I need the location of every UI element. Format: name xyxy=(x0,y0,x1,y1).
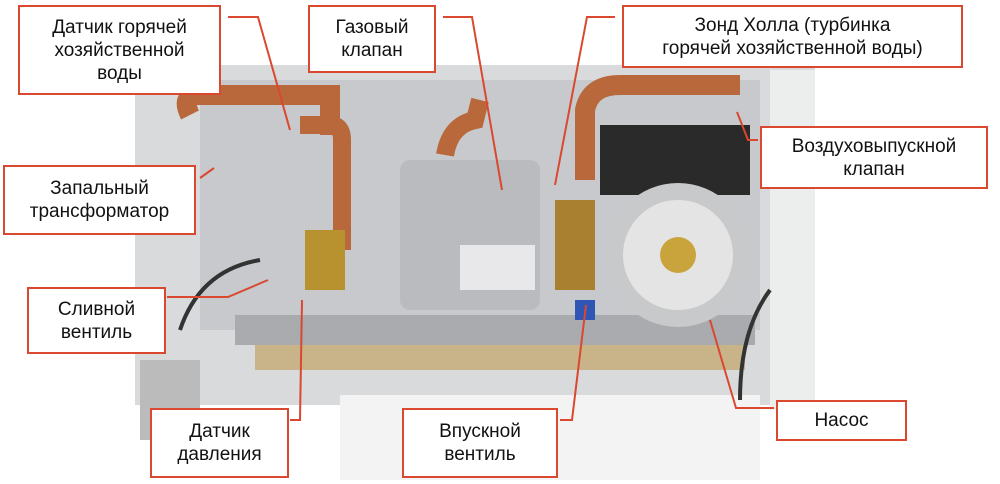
label-air-vent: Воздуховыпускной клапан xyxy=(760,126,988,189)
pump-cap xyxy=(660,237,696,273)
label-inlet-valve: Впускной вентиль xyxy=(402,408,558,478)
leader-lines xyxy=(167,16,774,421)
right-side-panel xyxy=(770,70,815,410)
label-drain-valve: Сливной вентиль xyxy=(27,287,166,354)
copper-pipe-right xyxy=(575,75,740,180)
inlet-valve-body xyxy=(555,200,595,290)
label-hot-water-sensor: Датчик горячей хозяйственной воды xyxy=(18,5,221,95)
copper-pipe-gas xyxy=(436,97,489,157)
copper-pipe-center xyxy=(300,116,351,250)
label-pump: Насос xyxy=(776,400,907,441)
label-pressure-sensor: Датчик давления xyxy=(150,408,289,478)
gas-valve-coil xyxy=(460,245,535,290)
brass-fitting xyxy=(305,230,345,290)
label-hall-probe: Зонд Холла (турбинка горячей хозяйственн… xyxy=(622,5,963,68)
label-gas-valve: Газовый клапан xyxy=(308,5,436,73)
copper-pipe-top-left xyxy=(176,85,340,135)
label-ignition-transformer: Запальный трансформатор xyxy=(3,165,196,235)
wires xyxy=(178,258,772,401)
wood-strip xyxy=(255,345,745,370)
